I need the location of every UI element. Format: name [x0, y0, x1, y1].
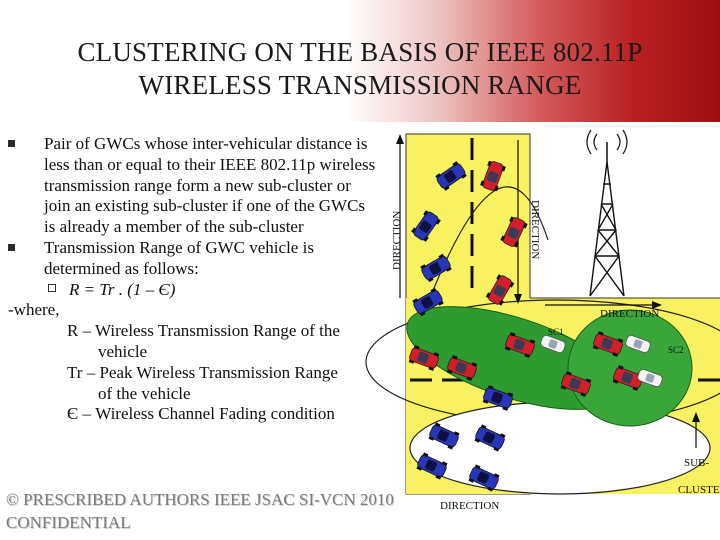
title-line-1: CLUSTERING ON THE BASIS OF IEEE 802.11P [77, 37, 643, 67]
radio-tower-icon [586, 129, 628, 297]
footer-confidential: CONFIDENTIAL [6, 513, 131, 532]
bullet-list: Pair of GWCs whose inter-vehicular dista… [8, 134, 378, 425]
label-direction-left: DIRECTION [391, 211, 403, 270]
subcluster-sc2 [567, 309, 693, 427]
footer: © PRESCRIBED AUTHORS IEEE JSAC SI-VCN 20… [6, 488, 394, 534]
bullet-square-icon [8, 243, 15, 251]
bullet-item-1: Pair of GWCs whose inter-vehicular dista… [8, 134, 378, 238]
label-direction-right: DIRECTION [600, 308, 659, 320]
label-direction-bottom: DIRECTION [440, 500, 499, 512]
footer-copyright: © PRESCRIBED AUTHORS IEEE JSAC SI-VCN 20… [6, 490, 394, 509]
label-sub: SUB- [684, 457, 709, 469]
checkbox-bullet-icon [48, 283, 56, 292]
label-cluster: CLUSTE [678, 484, 720, 496]
title-band [0, 0, 720, 122]
def-t-line-2: of the vehicle [98, 383, 191, 403]
title-line-2: WIRELESS TRANSMISSION RANGE [138, 70, 582, 100]
bullet-text-2: Transmission Range of GWC vehicle is det… [44, 237, 314, 278]
label-sc1: SC1 [548, 327, 564, 337]
def-r-line-2: vehicle [98, 341, 148, 361]
bullet-square-icon [8, 140, 15, 147]
bullet-text-1: Pair of GWCs whose inter-vehicular dista… [44, 134, 376, 237]
formula-item: R = Tr . (1 – Є) [8, 280, 378, 301]
where-text: -where, [8, 300, 60, 320]
def-e-line: Є – Wireless Channel Fading condition [67, 404, 335, 424]
slide-title: CLUSTERING ON THE BASIS OF IEEE 802.11P … [20, 36, 700, 102]
def-t-line-1: Tr – Peak Wireless Transmission Range [67, 362, 338, 382]
bullet-item-2: Transmission Range of GWC vehicle is det… [8, 238, 378, 280]
label-direction-mid: DIRECTION [529, 200, 541, 259]
def-r-line-1: R – Wireless Transmission Range of the [67, 321, 340, 341]
formula-text: R = Tr . (1 – Є) [69, 279, 176, 299]
label-sc2: SC2 [668, 345, 684, 355]
